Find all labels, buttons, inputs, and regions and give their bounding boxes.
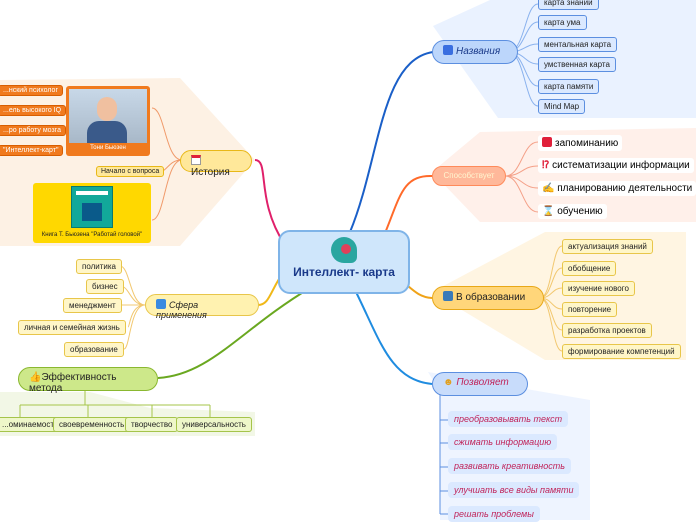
allows-item[interactable]: развивать креативность — [448, 458, 571, 474]
book-cover-image — [71, 186, 113, 228]
allows-item[interactable]: сжимать информацию — [448, 434, 558, 450]
grid-icon — [443, 45, 453, 55]
history-item[interactable]: ...ро работу мозга — [0, 125, 66, 136]
spheres-item[interactable]: личная и семейная жизнь — [18, 320, 126, 335]
branch-names[interactable]: Названия — [432, 40, 518, 64]
book-card[interactable]: Книга Т. Бьюзена "Работай головой" — [33, 183, 151, 243]
checkbox-icon — [542, 137, 552, 147]
names-item[interactable]: карта памяти — [538, 79, 600, 94]
education-item[interactable]: повторение — [562, 302, 618, 317]
calendar-icon — [191, 155, 201, 165]
photo-caption: Тони Бьюзен — [90, 145, 126, 151]
branch-allows[interactable]: ☻ Позволяет — [432, 372, 528, 396]
purpose-item[interactable]: запоминанию — [538, 135, 623, 151]
purpose-item[interactable]: ✍ планированию деятельности — [538, 181, 696, 196]
allows-item[interactable]: улучшать все виды памяти — [448, 482, 580, 498]
allows-item[interactable]: решать проблемы — [448, 506, 540, 522]
branch-efficiency[interactable]: 👍Эффективность метода — [18, 367, 158, 394]
spheres-item[interactable]: менеджмент — [63, 298, 122, 313]
names-item[interactable]: ментальная карта — [538, 37, 618, 52]
question-icon: ⁉ — [542, 160, 550, 171]
names-item[interactable]: умственная карта — [538, 57, 616, 72]
history-item[interactable]: ...ель высокого IQ — [0, 105, 67, 116]
pencil-icon: ✍ — [542, 183, 555, 194]
efficiency-item[interactable]: творчество — [125, 417, 179, 432]
spheres-item[interactable]: политика — [76, 259, 122, 274]
central-topic[interactable]: Интеллект- карта — [278, 230, 410, 294]
book-caption: Книга Т. Бьюзена "Работай головой" — [41, 232, 143, 238]
education-item[interactable]: актуализация знаний — [562, 239, 653, 254]
efficiency-item[interactable]: универсальность — [176, 417, 252, 432]
hourglass-icon: ⌛ — [542, 206, 555, 217]
central-topic-title: Интеллект- карта — [293, 265, 395, 279]
spheres-item[interactable]: образование — [64, 342, 124, 357]
branch-education[interactable]: В образовании — [432, 286, 544, 310]
education-item[interactable]: разработка проектов — [562, 323, 652, 338]
app-icon — [156, 299, 166, 309]
names-item[interactable]: Mind Map — [538, 99, 586, 114]
photo-card[interactable]: Тони Бьюзен — [66, 86, 150, 156]
spheres-item[interactable]: бизнес — [86, 279, 124, 294]
branch-purpose[interactable]: Способствует — [432, 166, 506, 186]
branch-history[interactable]: История — [180, 150, 252, 178]
efficiency-item[interactable]: своевременность — [53, 417, 131, 432]
purpose-item[interactable]: ⁉ систематизации информации — [538, 158, 694, 173]
education-item[interactable]: изучение нового — [562, 281, 635, 296]
education-item[interactable]: формирование компетенций — [562, 344, 681, 359]
education-item[interactable]: обобщение — [562, 261, 617, 276]
names-item[interactable]: карта ума — [538, 15, 587, 30]
thumbs-up-icon: 👍 — [29, 372, 42, 383]
history-item[interactable]: "Интеллект-карт" — [0, 145, 64, 156]
purpose-item[interactable]: ⌛ обучению — [538, 204, 607, 219]
allows-item[interactable]: преобразовывать текст — [448, 411, 569, 427]
brain-icon — [331, 237, 357, 263]
branch-spheres[interactable]: Сфера применения — [145, 294, 259, 320]
portrait-image — [69, 89, 147, 143]
purpose-panel — [432, 128, 696, 222]
teacher-icon — [443, 291, 453, 301]
names-item[interactable]: карта знаний — [538, 0, 599, 10]
history-item[interactable]: ...нский психолог — [0, 85, 63, 96]
history-start-note[interactable]: Начало с вопроса — [96, 166, 165, 177]
smile-icon: ☻ — [443, 377, 454, 388]
